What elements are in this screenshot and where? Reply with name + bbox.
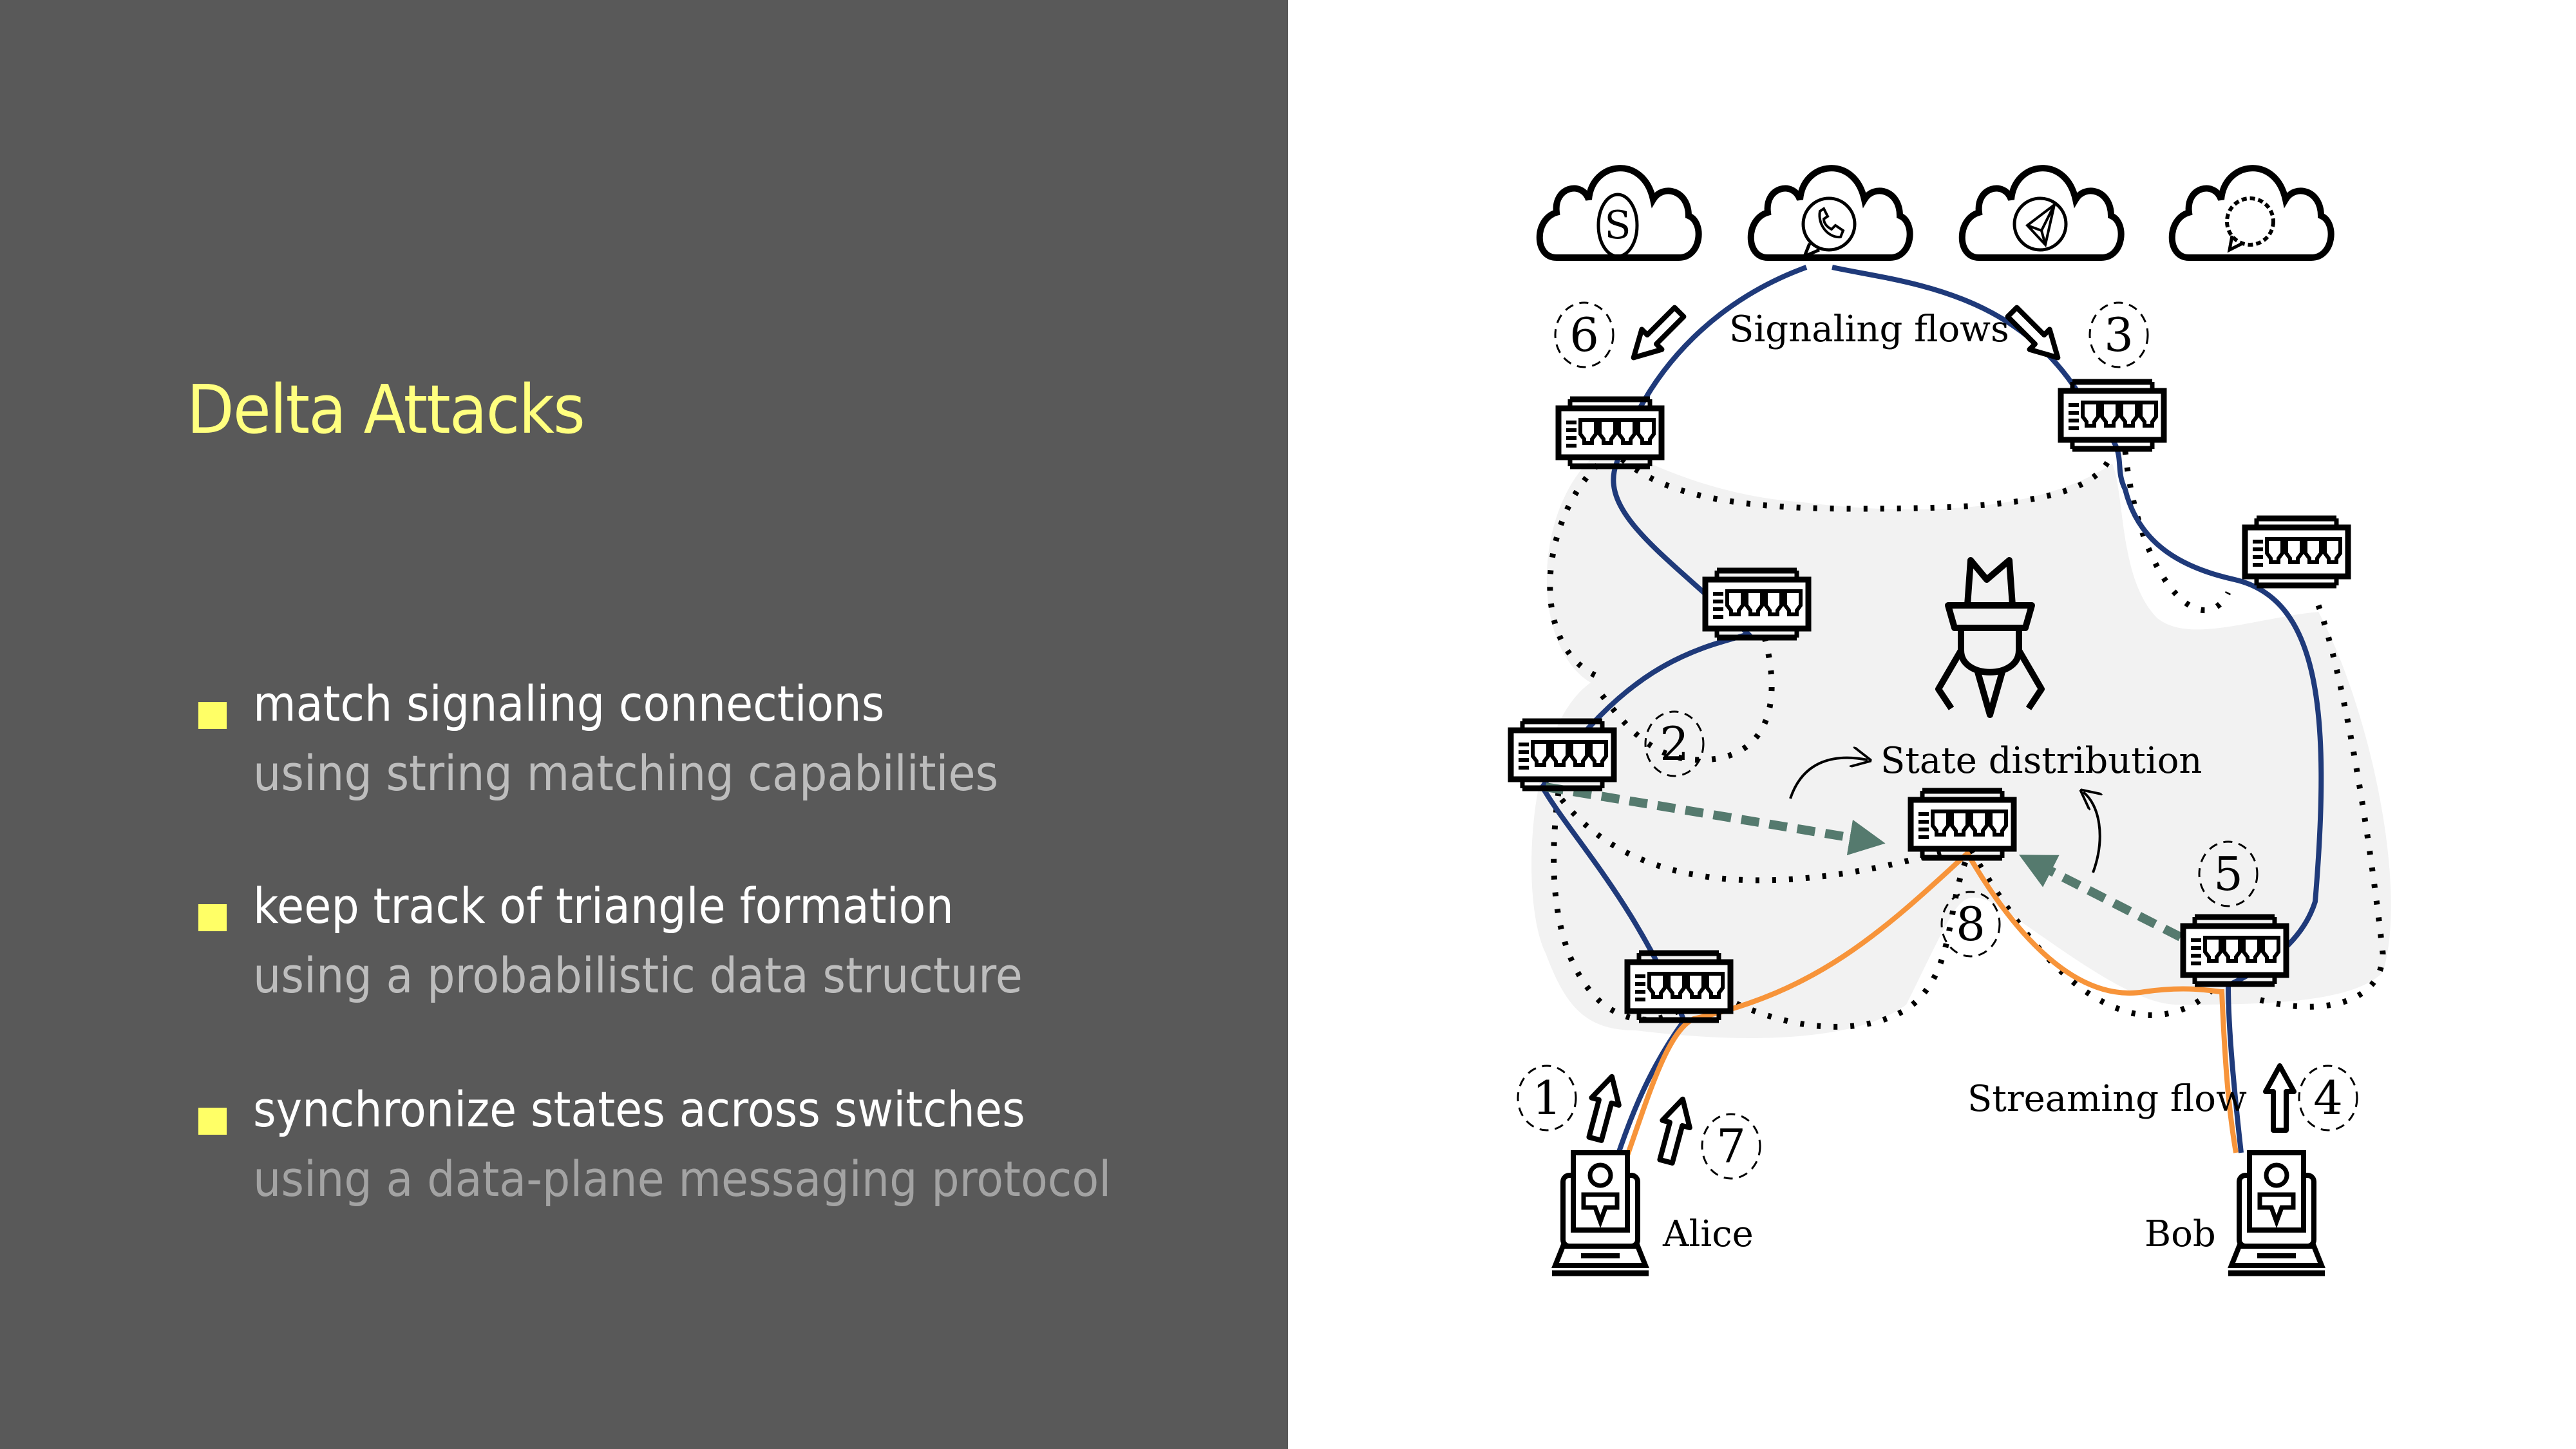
bullet-square-icon <box>198 904 227 931</box>
bullet-sub-text: using a probabilistic data structure <box>253 947 1023 1004</box>
skype-icon: S <box>1596 193 1639 258</box>
step-badge-2: 2 <box>1644 710 1705 777</box>
svg-text:S: S <box>1604 203 1631 248</box>
switch-1 <box>1558 399 1662 466</box>
bullet-square-icon <box>198 1108 227 1135</box>
svg-text:6: 6 <box>1569 308 1599 362</box>
step-badge-8: 8 <box>1940 891 2001 958</box>
bullet-sub-text: using a data-plane messaging protocol <box>253 1150 1112 1208</box>
step-badge-1: 1 <box>1517 1065 1577 1132</box>
switch-7 <box>2183 917 2286 984</box>
step-badge-5: 5 <box>2198 840 2259 907</box>
step-badge-3: 3 <box>2088 301 2149 368</box>
step-badge-6: 6 <box>1554 301 1615 368</box>
bullet-sub-text: using string matching capabilities <box>253 744 999 802</box>
left-panel: Delta Attacks match signaling connection… <box>0 0 1288 1449</box>
bullet-square-icon <box>198 702 227 729</box>
streaming-flow-label: Streaming flow <box>1967 1078 2247 1120</box>
svg-text:8: 8 <box>1956 897 1985 951</box>
bullet-main-text: keep track of triangle formation <box>253 877 954 934</box>
bullet-main-text: match signaling connections <box>253 675 885 732</box>
attacker-icon <box>1935 557 2045 718</box>
curved-arrow-right <box>2083 792 2100 873</box>
svg-text:3: 3 <box>2104 308 2134 362</box>
slide-title: Delta Attacks <box>187 370 585 449</box>
bob-label: Bob <box>2145 1213 2216 1255</box>
state-distribution-label: State distribution <box>1880 740 2202 782</box>
alice-label: Alice <box>1662 1213 1754 1255</box>
svg-text:4: 4 <box>2313 1071 2343 1125</box>
arrow-4-icon <box>2266 1066 2294 1130</box>
alice-laptop-icon <box>1552 1153 1649 1273</box>
cloud-skype: S <box>1540 168 1699 258</box>
step-badge-4: 4 <box>2298 1065 2358 1132</box>
svg-text:1: 1 <box>1532 1071 1562 1125</box>
whatsapp-icon <box>1801 196 1857 260</box>
signaling-flows-label: Signaling flows <box>1729 308 2009 350</box>
switch-central <box>1911 791 2014 858</box>
switch-3 <box>1705 571 1808 638</box>
step-badge-7: 7 <box>1701 1113 1761 1180</box>
arrow-1-icon <box>1582 1073 1625 1142</box>
switch-4 <box>2245 518 2348 585</box>
cloud-signal <box>2172 168 2331 258</box>
network-diagram: S <box>1288 0 2391 1449</box>
arrow-6-icon <box>1624 302 1689 368</box>
switch-6 <box>1627 953 1730 1020</box>
bob-laptop-icon <box>2228 1153 2325 1273</box>
switch-5 <box>1511 721 1614 788</box>
curved-arrow-left <box>1789 758 1868 799</box>
cloud-whatsapp <box>1751 168 1910 258</box>
cloud-telegram <box>1962 168 2121 258</box>
svg-text:5: 5 <box>2213 847 2243 901</box>
state-distribution-arrows <box>1544 782 2208 954</box>
telegram-icon <box>2012 196 2068 252</box>
svg-text:2: 2 <box>1660 717 1689 771</box>
bullet-main-text: synchronize states across switches <box>253 1081 1025 1138</box>
signal-icon <box>2225 196 2275 253</box>
svg-text:7: 7 <box>1716 1119 1746 1173</box>
arrow-3-icon <box>2002 302 2068 368</box>
arrow-7-icon <box>1653 1095 1696 1165</box>
switch-2 <box>2061 382 2164 449</box>
